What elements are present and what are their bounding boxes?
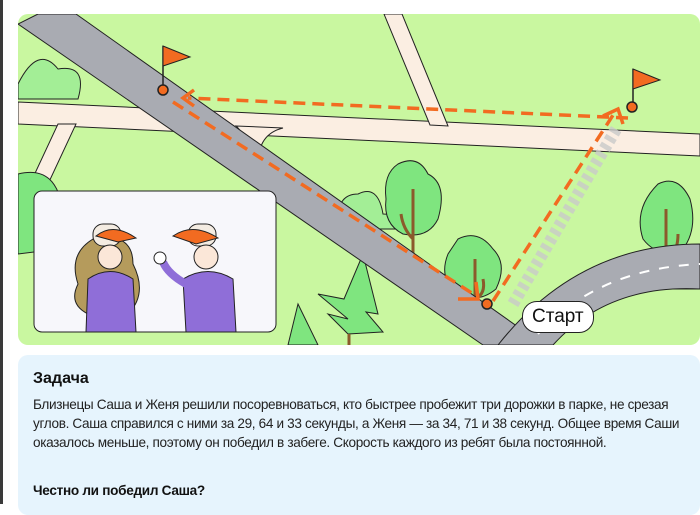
- dotted-paths: [18, 14, 700, 185]
- rocky-shortcut: [507, 122, 624, 308]
- route: [172, 96, 629, 302]
- window-edge: [0, 0, 3, 504]
- route-arrowheads: [180, 88, 625, 301]
- park-map: [18, 14, 700, 345]
- task-text: Близнецы Саша и Женя решили посоревноват…: [33, 397, 680, 450]
- stopwatch-icon: [153, 251, 167, 265]
- twins-inset: [33, 190, 277, 333]
- girl-figure: [74, 223, 140, 333]
- boy-figure: [153, 223, 237, 333]
- task-panel: Задача Близнецы Саша и Женя решили посор…: [18, 355, 700, 515]
- start-label: Старт: [522, 301, 594, 333]
- park-map-illustration: Старт: [18, 14, 700, 345]
- trees: [287, 160, 694, 345]
- task-title: Задача: [33, 370, 89, 387]
- checkpoints: [157, 84, 638, 310]
- task-question: Честно ли победил Саша?: [33, 483, 205, 498]
